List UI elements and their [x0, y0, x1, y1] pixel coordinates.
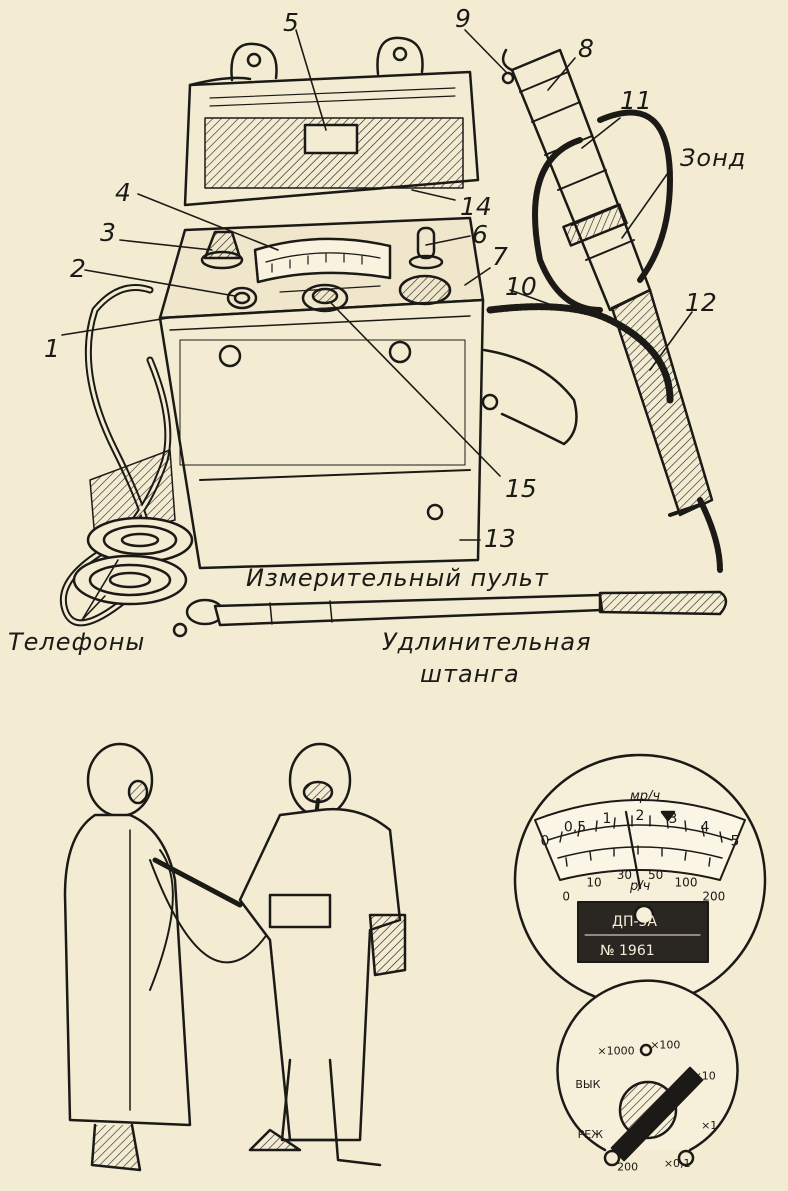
gauge-dial	[513, 753, 767, 1007]
label-12: 12	[685, 288, 717, 317]
selector-position-label-3: ×1	[701, 1119, 717, 1132]
gauge-bottom-tick-label-5: 200	[702, 890, 725, 904]
label-9: 9	[455, 4, 471, 33]
gauge-top-tick-label-1: 0,5	[564, 820, 586, 836]
selector-position-label-1: ×100	[650, 1038, 680, 1051]
gauge-top-tick-label-0: 0	[541, 834, 550, 850]
gauge-top-tick-label-2: 1	[603, 811, 612, 827]
selector-position-label-4: ×0,1	[664, 1157, 691, 1170]
label-5: 5	[283, 8, 299, 37]
case-lid	[183, 36, 480, 207]
range-selector	[556, 979, 739, 1167]
gauge-bottom-tick-label-4: 100	[675, 875, 698, 889]
label-7: 7	[492, 242, 508, 271]
probe	[486, 48, 723, 573]
selector-labels: ×1000 ×100 ×10 ×1 ×0,1 200 РЕЖ ВЫК	[575, 1038, 717, 1173]
label-10: 10	[505, 272, 537, 301]
extension-rod	[172, 590, 728, 638]
gauge-bottom-tick-label-2: 30	[617, 868, 632, 882]
label-probe: Зонд	[680, 144, 747, 172]
label-4: 4	[115, 178, 131, 207]
label-console: Измерительный пульт	[246, 564, 549, 592]
label-1: 1	[44, 334, 60, 363]
selector-position-label-2: ×10	[693, 1069, 716, 1082]
headphones	[72, 516, 194, 606]
label-13: 13	[484, 524, 516, 553]
gauge-top-tick-label-4: 3	[669, 811, 678, 827]
gauge-bottom-tick-label-0: 0	[562, 890, 570, 904]
measuring-console	[158, 216, 578, 570]
label-14: 14	[460, 192, 492, 221]
label-6: 6	[472, 220, 488, 249]
gauge-unit-top: мр/ч	[630, 789, 660, 804]
selector-position-label-0: ×1000	[597, 1045, 634, 1058]
selector-position-label-7: ВЫК	[575, 1078, 600, 1091]
gauge-plate-number: № 1961	[600, 943, 655, 959]
gauge-bottom-tick-label-1: 10	[586, 875, 601, 889]
gauge-top-tick-label-3: 2	[636, 808, 645, 824]
gauge-unit-bottom: р/ч	[629, 879, 651, 894]
label-rod-line1: Удлинительная	[382, 628, 592, 656]
label-11: 11	[620, 86, 652, 115]
selector-position-label-5: 200	[617, 1161, 638, 1174]
gauge-labels: мр/ч р/ч 0 0,5 1 2 3 4 5 0 10 30 50 100 200 ДП-5А №…	[541, 789, 740, 959]
label-2: 2	[70, 254, 86, 283]
gauge-bottom-tick-label-3: 50	[648, 868, 663, 882]
selector-position-label-6: РЕЖ	[578, 1128, 604, 1141]
leader-lines	[61, 29, 693, 621]
label-15: 15	[505, 474, 537, 503]
label-8: 8	[578, 34, 594, 63]
gauge-top-tick-label-6: 5	[731, 834, 740, 850]
label-3: 3	[100, 218, 116, 247]
label-headphones: Телефоны	[8, 628, 146, 656]
operators-figure	[63, 742, 407, 1172]
gauge-top-tick-label-5: 4	[701, 820, 710, 836]
gauge-plate-model: ДП-5А	[612, 914, 657, 930]
label-rod-line2: штанга	[420, 660, 520, 688]
